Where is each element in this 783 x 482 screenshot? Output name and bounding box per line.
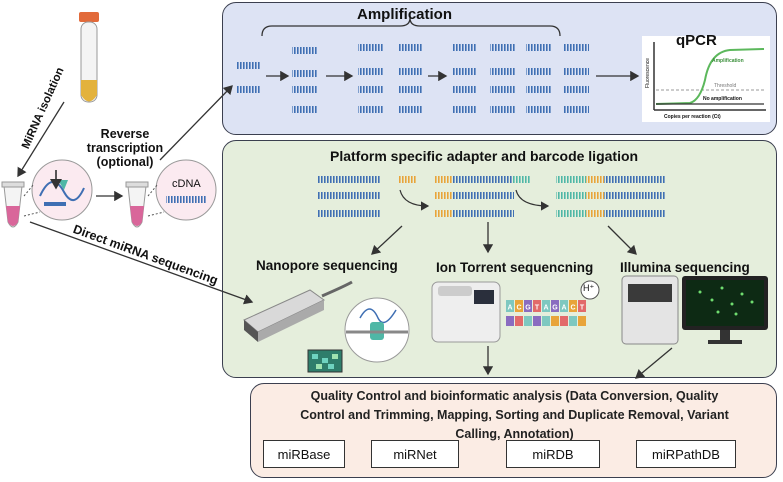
ion-torrent-device-icon: [431, 281, 501, 343]
nanopore-device-icon: [243, 280, 353, 342]
nanopore-zoom-circle: [344, 297, 410, 363]
sample-tube-icon: [79, 12, 99, 103]
illumina-to-qc-arrow: [635, 347, 673, 379]
ligation-arrow-2: [515, 189, 550, 211]
qpcr-y-axis-label: Fluorescence: [645, 57, 651, 88]
base-tile-pair: [515, 316, 523, 326]
cdna-label: cDNA: [172, 178, 201, 190]
qpcr-chart: [642, 36, 770, 122]
base-letter: A: [561, 305, 566, 312]
microtube-icon-1: [1, 181, 25, 228]
cdna-zoom-circle: [155, 159, 217, 221]
to-illumina-arrow: [607, 225, 637, 255]
base-tile-pair: [533, 316, 541, 326]
microtube-icon-2: [125, 181, 149, 228]
db-mirbase: miRBase: [263, 440, 345, 468]
base-tile-pair: [524, 316, 532, 326]
base-tile-pair: [506, 316, 514, 326]
nanopore-signal-grid-icon: [307, 349, 343, 373]
base-tile-pair: [578, 316, 586, 326]
base-tile: [533, 300, 541, 312]
amplification-dna-strands: [236, 44, 589, 113]
illumina-sequencer-icon: [621, 275, 679, 345]
db-mirpathdb: miRPathDB: [636, 440, 736, 468]
ion-torrent-sequencing-label: Ion Torrent sequencning: [436, 260, 594, 275]
base-letter: C: [516, 305, 521, 312]
base-tile: [542, 300, 550, 312]
qpcr-x-axis-label: Copies per reaction (Ct): [664, 114, 721, 120]
base-letter: T: [535, 305, 540, 312]
base-letter: G: [552, 305, 558, 312]
adapter-dna-strands: [318, 176, 666, 217]
base-letter: A: [507, 305, 512, 312]
base-tile: [578, 300, 586, 312]
hydrogen-ion-icon: [580, 280, 600, 300]
base-tile: [515, 300, 523, 312]
illumina-sequencing-label: Illumina sequencing: [620, 260, 750, 275]
db-mirnet: miRNet: [371, 440, 459, 468]
base-letter: T: [580, 305, 585, 312]
base-tile-pair: [551, 316, 559, 326]
qpcr-no-amplification-label: No amplification: [703, 96, 742, 102]
base-tile: [524, 300, 532, 312]
base-tile-pair: [560, 316, 568, 326]
rna-zoom-circle: [31, 159, 93, 221]
adapter-ligation-title: Platform specific adapter and barcode li…: [330, 148, 639, 164]
to-nanopore-arrow: [371, 225, 403, 255]
amplification-bracket: [261, 17, 561, 37]
base-tile-pair: [542, 316, 550, 326]
illumina-monitor-icon: [682, 276, 768, 344]
qpcr-title: qPCR: [676, 32, 717, 49]
base-tile-pair: [569, 316, 577, 326]
direct-sequencing-arrow: [29, 221, 254, 305]
base-tile: [506, 300, 514, 312]
qc-description: Quality Control and bioinformatic analys…: [300, 389, 729, 441]
hydrogen-ion-label: H⁺: [583, 283, 595, 293]
to-amplification-arrow: [159, 85, 233, 161]
base-tile: [551, 300, 559, 312]
isolation-arrow: [17, 101, 65, 178]
nanopore-sequencing-label: Nanopore sequencing: [256, 258, 398, 273]
qpcr-threshold-label: Threshold: [714, 83, 737, 89]
qpcr-amplification-label: Amplification: [712, 58, 744, 64]
base-tile: [569, 300, 577, 312]
db-mirdb: miRDB: [506, 440, 600, 468]
base-letter: G: [525, 305, 531, 312]
base-tile: [560, 300, 568, 312]
base-letter: A: [543, 305, 548, 312]
base-letter: C: [570, 305, 575, 312]
ligation-arrow-1: [399, 189, 430, 211]
reverse-transcription-label: Reverse transcription (optional): [86, 127, 164, 169]
amplification-title: Amplification: [357, 6, 453, 23]
